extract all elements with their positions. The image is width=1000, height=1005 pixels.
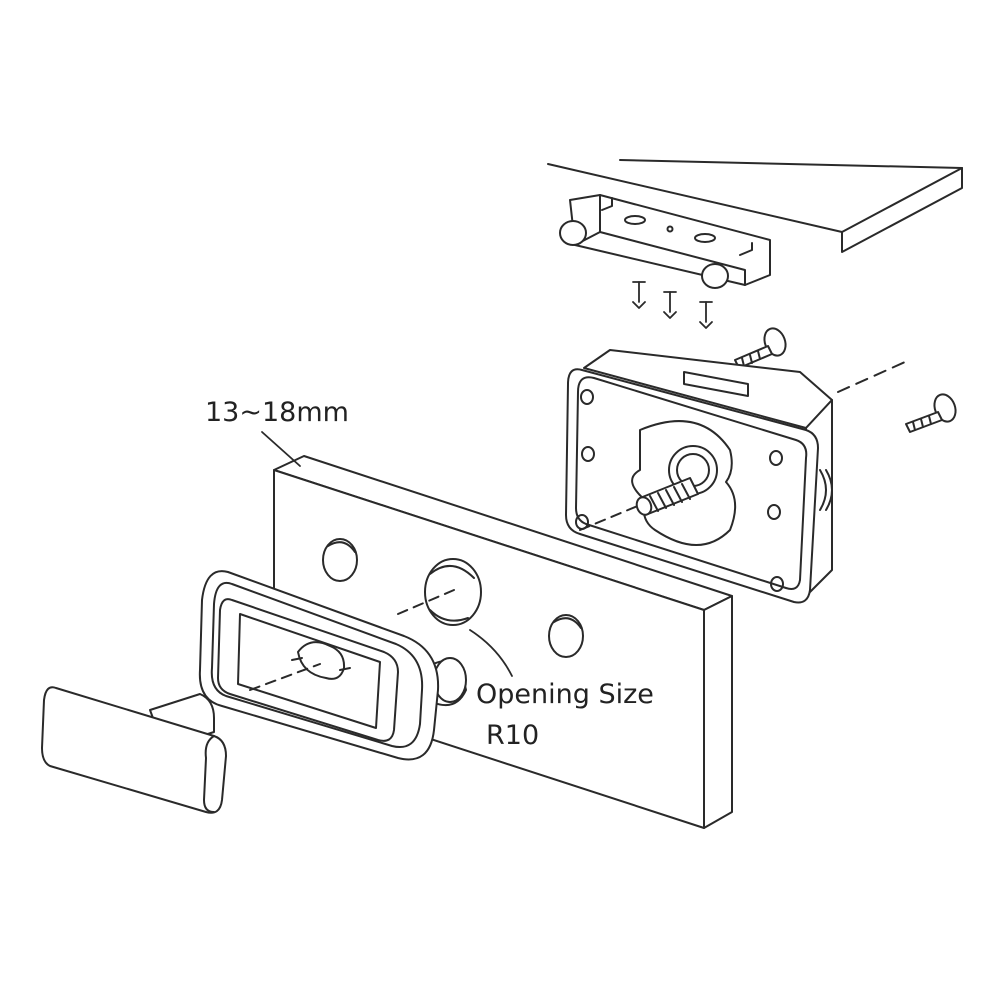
strike-screws-icon — [632, 281, 713, 329]
lock-body-icon — [565, 349, 833, 604]
key-icon — [41, 686, 227, 814]
strike-plate-icon — [559, 194, 771, 289]
opening-size-label: Opening Size — [476, 679, 654, 710]
door-panel-icon — [273, 455, 733, 829]
opening-leader-line — [469, 629, 513, 677]
keyway-axis-line — [249, 663, 321, 691]
shaft-axis-line — [579, 504, 641, 531]
thickness-leader-line — [261, 431, 301, 467]
mounting-screw-icon — [734, 327, 787, 369]
shelf-panel-icon — [547, 159, 963, 253]
cylinder-axis-line — [397, 589, 455, 615]
screw-axis-line — [837, 361, 906, 393]
mounting-screw-icon — [905, 393, 957, 433]
thickness-label: 13~18mm — [205, 397, 349, 428]
opening-radius-label: R10 — [486, 720, 539, 751]
